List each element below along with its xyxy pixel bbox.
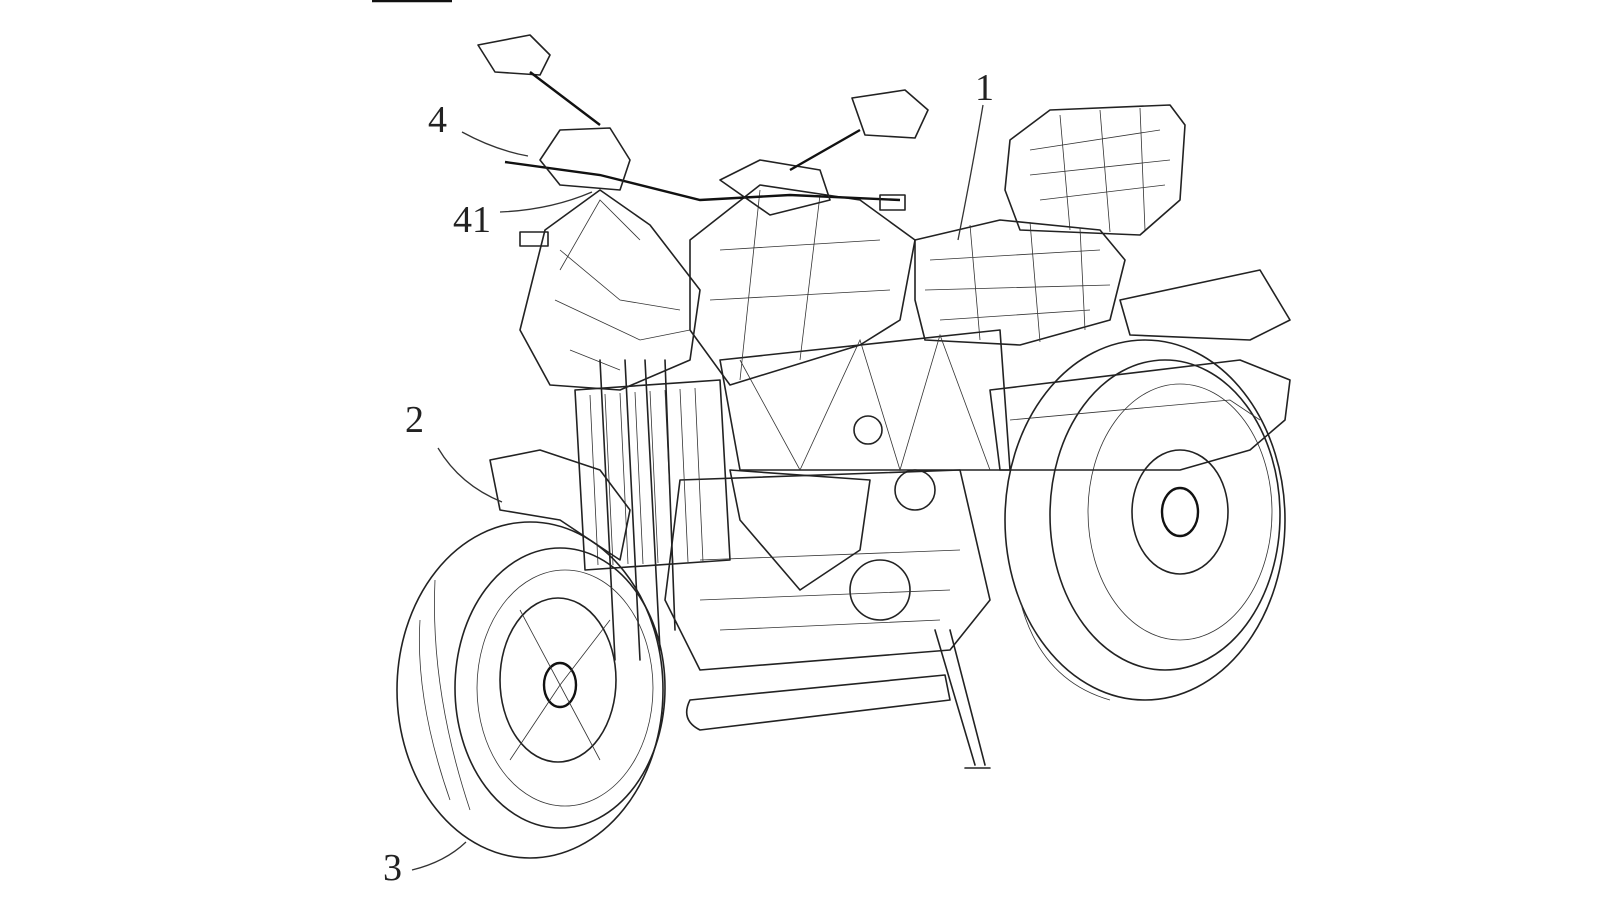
engine: [664, 469, 991, 671]
rear-fender: [1119, 269, 1291, 341]
exhaust-pipe: [685, 674, 951, 731]
front-fork: [599, 359, 676, 661]
leader-line-4: [461, 131, 529, 157]
left-mirror: [477, 34, 601, 126]
leader-line-3: [411, 841, 467, 871]
kickstand: [934, 629, 991, 769]
handlebar: [504, 127, 906, 247]
reference-label-3: 3: [383, 847, 402, 889]
rear-brake-disc: [1131, 449, 1229, 575]
leader-line-1: [957, 104, 984, 241]
rear-wheel: [1004, 339, 1286, 701]
front-fender: [489, 449, 631, 561]
reference-label-41: 41: [453, 199, 491, 241]
seat: [914, 219, 1126, 346]
trellis-frame: [719, 329, 1011, 472]
leader-line-2: [437, 447, 503, 503]
fuel-tank: [689, 184, 916, 386]
side-panel: [729, 469, 871, 591]
brake-lever-assembly: [539, 127, 631, 191]
reference-label-4: 4: [428, 99, 447, 141]
front-brake-disc: [499, 597, 617, 763]
tail-box: [1004, 104, 1186, 236]
reference-label-1: 1: [975, 67, 994, 109]
reference-label-2: 2: [405, 399, 424, 441]
leader-line-41: [499, 191, 593, 213]
swingarm: [989, 269, 1291, 471]
front-wheel: [396, 521, 666, 859]
right-mirror: [789, 89, 929, 172]
headlight-fairing: [519, 189, 701, 391]
radiator: [574, 379, 731, 571]
